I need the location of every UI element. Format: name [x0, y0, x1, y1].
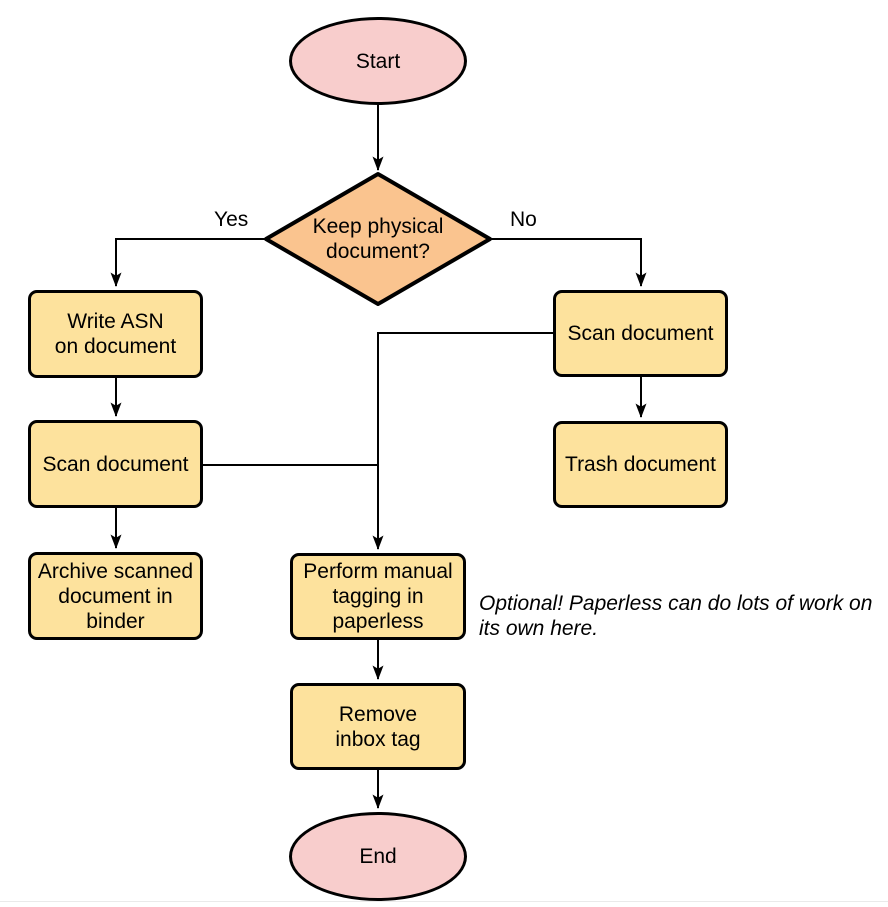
- annotation-optional-note: Optional! Paperless can do lots of work …: [479, 592, 873, 640]
- node-write-asn-label: Write ASN on document: [54, 310, 177, 358]
- node-scan-document-discard: Scan document: [553, 290, 728, 377]
- node-archive-label: Archive scanned document in binder: [37, 559, 194, 633]
- edge-label-yes: Yes: [214, 208, 249, 231]
- node-end-label: End: [359, 845, 397, 868]
- edge-label-no: No: [510, 208, 537, 231]
- node-remove-inbox-label: Remove inbox tag: [335, 702, 421, 751]
- node-start-label: Start: [355, 49, 401, 73]
- node-scan-keep-label: Scan document: [42, 452, 189, 476]
- node-perform-manual-tagging: Perform manual tagging in paperless: [290, 553, 466, 640]
- node-trash-label: Trash document: [565, 453, 716, 476]
- node-end: End: [289, 812, 467, 901]
- decision-diamond-shape: [264, 172, 492, 306]
- node-scan-discard-label: Scan document: [567, 322, 714, 345]
- node-decision-label: Keep physical document?: [312, 215, 444, 263]
- node-trash-document: Trash document: [553, 421, 728, 508]
- node-archive-scanned-document: Archive scanned document in binder: [28, 552, 203, 640]
- node-scan-document-keep: Scan document: [28, 420, 203, 508]
- edge-decision-yes-to-write-asn: [110, 238, 267, 287]
- node-start: Start: [289, 17, 467, 105]
- edge-scan-discard-to-tagging: [372, 332, 553, 550]
- node-remove-inbox-tag: Remove inbox tag: [290, 683, 466, 770]
- node-write-asn-on-document: Write ASN on document: [28, 290, 203, 378]
- page-bottom-rule: [0, 901, 888, 902]
- node-tagging-label: Perform manual tagging in paperless: [303, 560, 453, 633]
- node-decision: Keep physical document?: [266, 174, 490, 304]
- edge-decision-no-to-scan-discard: [489, 238, 647, 287]
